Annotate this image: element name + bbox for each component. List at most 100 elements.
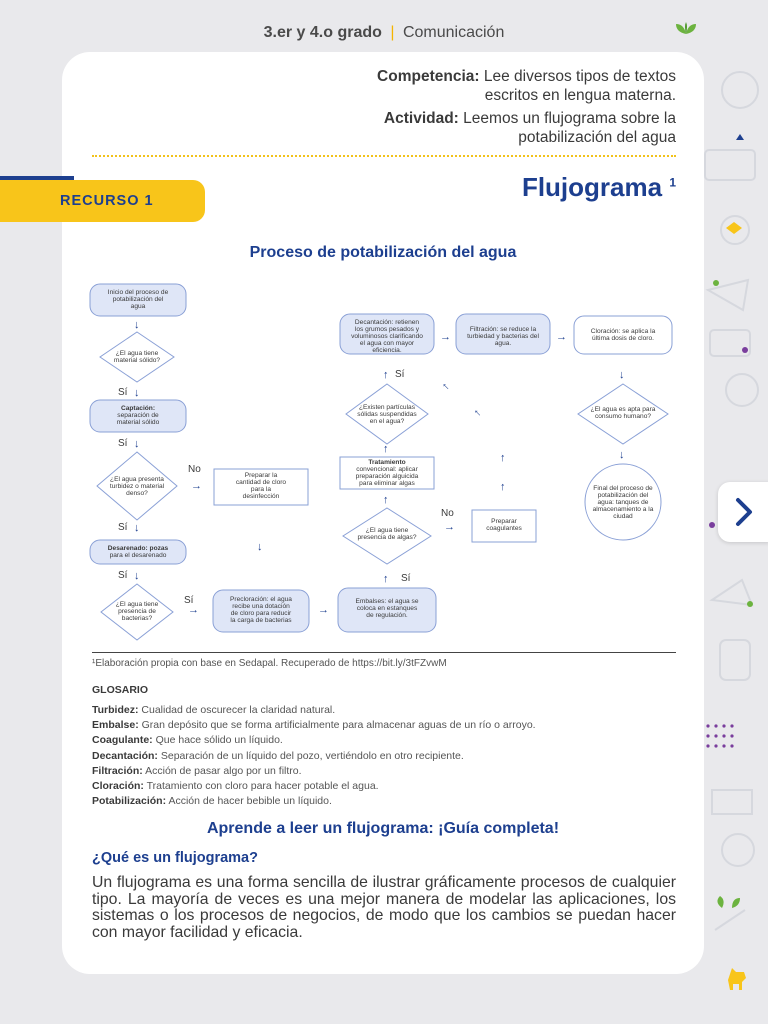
svg-text:↓: ↓ (257, 541, 263, 553)
glossary-list: Turbidez: Cualidad de oscurecer la clari… (92, 703, 536, 809)
svg-text:→: → (440, 331, 451, 343)
grade-label: 3.er y 4.o grado (263, 24, 382, 41)
svg-text:↑: ↑ (471, 407, 483, 419)
label-si-1: Sí (118, 387, 128, 398)
glossary-item: Cloración: Tratamiento con cloro para ha… (92, 780, 379, 793)
flowchart: .bx { fill:#dfe6f7; stroke:#8aa0d6; stro… (89, 283, 673, 641)
svg-text:→: → (188, 604, 199, 616)
actividad-label: Actividad: (383, 110, 459, 127)
svg-text:↓: ↓ (134, 319, 140, 331)
diagram-title: Proceso de potabilización del agua (249, 244, 517, 261)
svg-text:↑: ↑ (383, 443, 389, 455)
label-si-4: Sí (118, 570, 128, 581)
actividad-text-1: Leemos un flujograma sobre la (463, 110, 676, 127)
glossary-item: Filtración: Acción de pasar algo por un … (92, 764, 302, 777)
footnote-rule (92, 652, 676, 653)
label-no-2: No (441, 508, 454, 519)
footnote: ¹Elaboración propia con base en Sedapal.… (92, 658, 447, 669)
competencia-text-1: Lee diversos tipos de textos (483, 68, 676, 85)
svg-text:↓: ↓ (134, 570, 140, 582)
resource-tab: RECURSO 1 (0, 180, 205, 222)
svg-text:→: → (191, 480, 202, 492)
competencia-label: Competencia: (377, 68, 480, 85)
glossary-item: Potabilización: Acción de hacer bebible … (92, 795, 332, 808)
label-no-1: No (188, 464, 201, 475)
label-si-3: Sí (118, 522, 128, 533)
svg-text:↑: ↑ (383, 573, 389, 585)
guide-heading: Aprende a leer un flujograma: ¡Guía comp… (206, 820, 560, 837)
label-si-6: Sí (401, 573, 411, 584)
glossary-item: Embalse: Gran depósito que se forma arti… (92, 719, 536, 732)
actividad-block: Actividad: Leemos un flujograma sobre la… (384, 109, 676, 147)
svg-text:↑: ↑ (440, 380, 452, 392)
svg-text:↓: ↓ (134, 522, 140, 534)
svg-text:→: → (556, 331, 567, 343)
glossary-title: GLOSARIO (92, 684, 149, 696)
svg-text:↑: ↑ (383, 494, 389, 506)
label-si-5: Sí (184, 595, 194, 606)
svg-text:↑: ↑ (500, 481, 506, 493)
svg-text:↓: ↓ (619, 449, 625, 461)
competencia-block: Competencia: Lee diversos tipos de texto… (377, 67, 676, 105)
header-separator: | (390, 24, 395, 41)
actividad-text-2: potabilización del agua (518, 129, 676, 146)
dotted-divider (92, 155, 676, 157)
glossary-item: Decantación: Separación de un líquido de… (92, 749, 464, 762)
svg-text:↓: ↓ (619, 369, 625, 381)
subject-label: Comunicación (402, 24, 505, 41)
svg-text:↓: ↓ (134, 438, 140, 450)
svg-text:↓: ↓ (134, 387, 140, 399)
label-si-7: Sí (395, 369, 405, 380)
svg-text:→: → (444, 521, 455, 533)
section-heading: ¿Qué es un flujograma? (92, 850, 258, 866)
page-title: Flujograma 1 (522, 172, 676, 203)
page-header: 3.er y 4.o grado | Comunicación (0, 24, 768, 42)
body-paragraph: Un flujograma es una forma sencilla de i… (92, 874, 676, 941)
label-si-2: Sí (118, 438, 128, 449)
svg-text:↑: ↑ (383, 369, 389, 381)
next-page-button[interactable] (718, 482, 768, 542)
leaf-icon (676, 22, 696, 34)
competencia-text-2: escritos en lengua materna. (484, 87, 676, 104)
chevron-right-icon (736, 498, 752, 526)
glossary-item: Coagulante: Que hace sólido un líquido. (92, 734, 283, 747)
svg-text:→: → (318, 604, 329, 616)
svg-text:↑: ↑ (500, 452, 506, 464)
title-footnote-mark: 1 (669, 175, 676, 190)
